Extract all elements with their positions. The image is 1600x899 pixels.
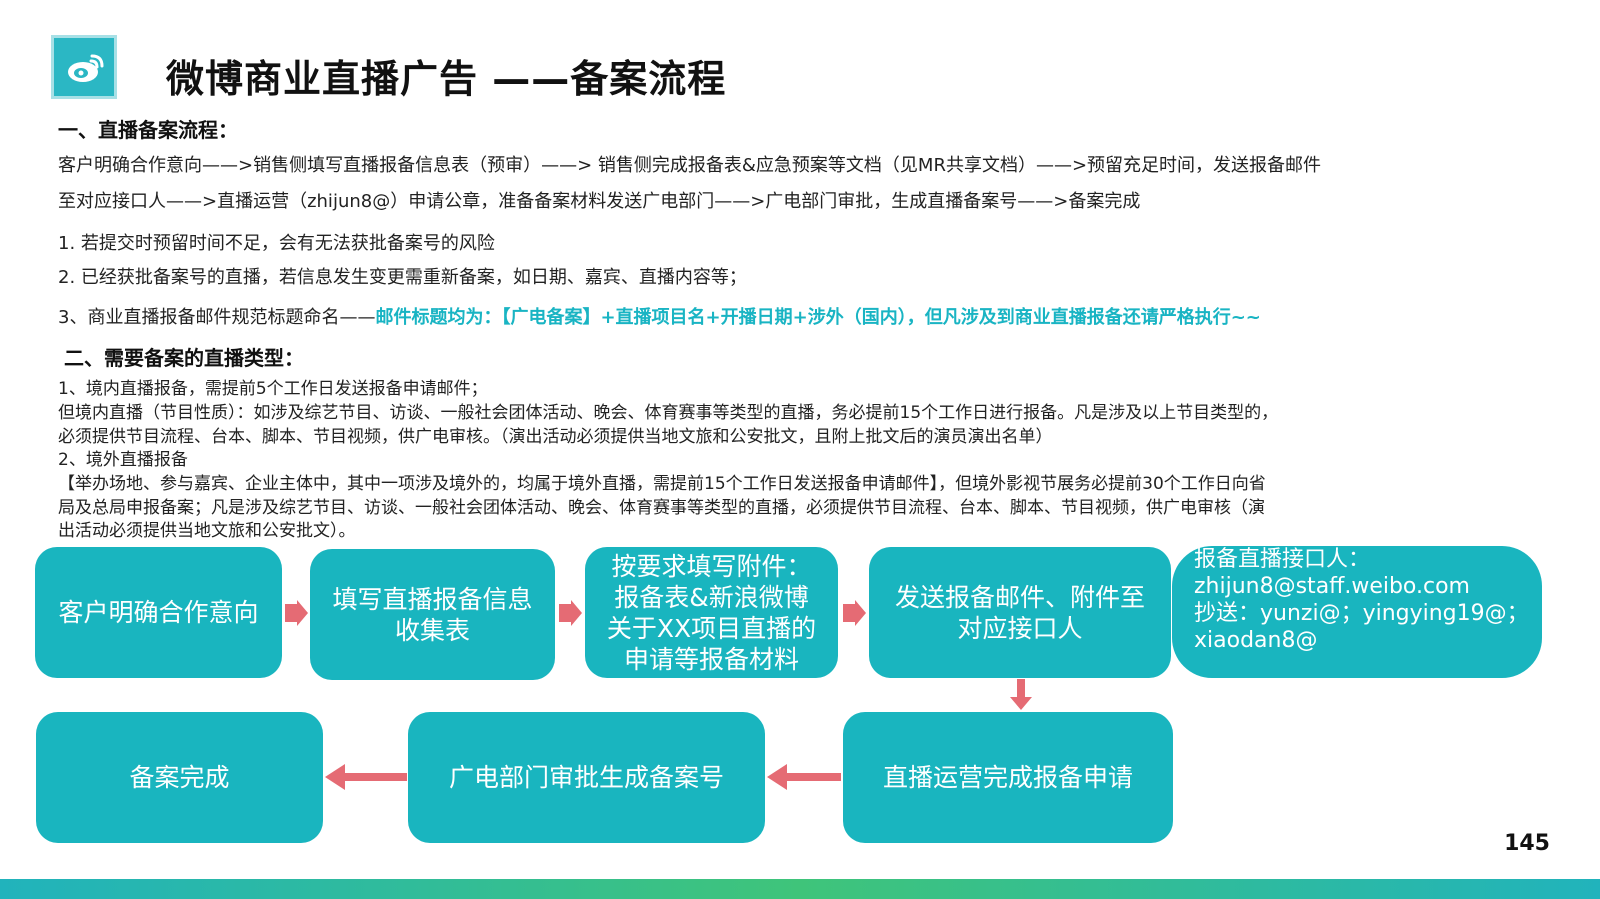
flow-text-line2: 至对应接口人——>直播运营（zhijun8@）申请公章，准备备案材料发送广电部门… [58,191,1141,212]
flow-step-label: 收集表 [394,615,470,645]
arrow-right-icon [285,600,308,626]
arrow-left-icon [325,764,407,790]
flow-step-label: 按要求填写附件： [611,551,812,581]
contact-label: 报备直播接口人： [1194,547,1371,572]
flow-step-label: 客户明确合作意向 [58,598,259,627]
page-title: 微博商业直播广告 ——备案流程 [166,57,727,101]
arrow-right-icon [559,600,582,626]
arrow-down-icon [1010,679,1032,710]
contact-email: zhijun8@staff.weibo.com [1194,574,1470,599]
section2-heading: 二、需要备案的直播类型： [64,346,304,370]
note-3-prefix: 3、商业直播报备邮件规范标题命名—— [58,307,376,328]
note-2: 2. 已经获批备案号的直播，若信息发生变更需重新备案，如日期、嘉宾、直播内容等； [58,267,747,288]
arrow-right-icon [843,600,866,626]
arrow-left-icon [767,764,841,790]
section1-heading: 一、直播备案流程： [58,118,238,142]
flow-step-label: 填写直播报备信息 [332,584,533,614]
footer-bar [0,879,1600,899]
flow-step-attachments: 按要求填写附件： 报备表&新浪微博 关于XX项目直播的 申请等报备材料 [585,547,838,678]
note-3-highlight: 邮件标题均为：【广电备案】+直播项目名+开播日期+涉外（国内），但凡涉及到商业直… [375,307,1261,328]
type-line: 局及总局申报备案；凡是涉及综艺节目、访谈、一般社会团体活动、晚会、体育赛事等类型… [58,498,1265,518]
weibo-logo [51,35,117,99]
flow-step-client-intent: 客户明确合作意向 [35,547,282,678]
type-line: 出活动必须提供当地文旅和公安批文）。 [58,521,356,541]
flow-step-label: 报备表&新浪微博 [614,582,809,612]
note-1: 1. 若提交时预留时间不足，会有无法获批备案号的风险 [58,233,495,254]
type-line: 2、境外直播报备 [58,450,188,470]
flow-step-label: 直播运营完成报备申请 [882,763,1133,792]
type-line: 但境内直播（节目性质）：如涉及综艺节目、访谈、一般社会团体活动、晚会、体育赛事等… [58,403,1279,423]
flow-step-label: 备案完成 [129,763,230,792]
type-line: 1、境内直播报备，需提前5个工作日发送报备申请邮件； [58,379,488,399]
type-line: 【举办场地、参与嘉宾、企业主体中，其中一项涉及境外的，均属于境外直播，需提前15… [58,474,1266,494]
flow-step-fill-form: 填写直播报备信息 收集表 [310,549,555,680]
note-3: 3、商业直播报备邮件规范标题命名——邮件标题均为：【广电备案】+直播项目名+开播… [58,303,1261,329]
flow-step-approval: 广电部门审批生成备案号 [408,712,765,843]
type-line: 必须提供节目流程、台本、脚本、节目视频，供广电审核。（演出活动必须提供当地文旅和… [58,427,1053,447]
flow-text-line1: 客户明确合作意向——>销售侧填写直播报备信息表（预审）——> 销售侧完成报备表&… [58,155,1322,176]
flow-step-label: 申请等报备材料 [623,644,799,674]
flow-step-label: 广电部门审批生成备案号 [448,763,724,792]
contact-cc: 抄送：yunzi@；yingying19@； [1194,601,1529,626]
contact-info-box: 报备直播接口人： zhijun8@staff.weibo.com 抄送：yunz… [1172,546,1542,678]
page-number: 145 [1504,831,1550,856]
flow-step-send-email: 发送报备邮件、附件至 对应接口人 [869,547,1171,678]
flow-step-ops-complete: 直播运营完成报备申请 [843,712,1173,843]
flow-step-done: 备案完成 [36,712,323,843]
contact-cc-extra: xiaodan8@ [1194,628,1318,653]
flow-step-label: 对应接口人 [957,613,1083,643]
weibo-logo-icon [68,54,104,82]
flow-step-label: 关于XX项目直播的 [606,613,817,643]
flow-step-label: 发送报备邮件、附件至 [894,582,1145,612]
